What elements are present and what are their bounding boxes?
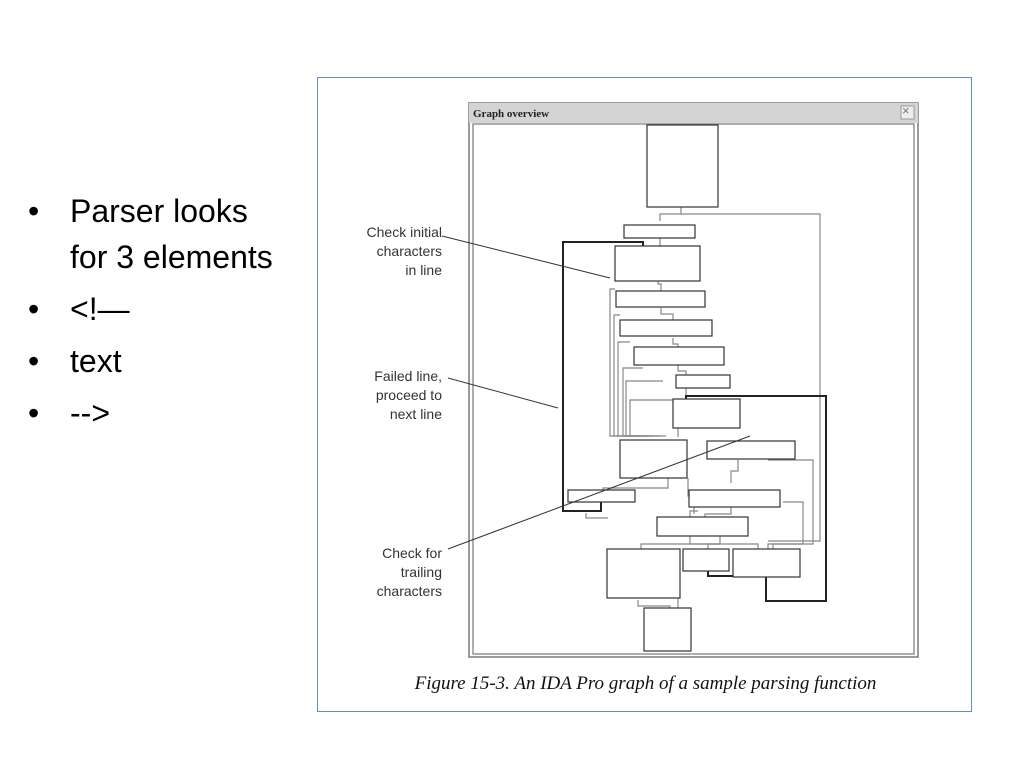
annotation-check-trailing: Check for trailing characters: [376, 545, 442, 599]
flow-blocks: [567, 124, 801, 652]
bullet-list: •Parser looks for 3 elements •<!— •text …: [28, 188, 288, 442]
close-icon-box[interactable]: [900, 105, 915, 120]
graph-canvas: [472, 123, 915, 655]
figure-frame: Graph overview × Check initial character…: [317, 77, 972, 712]
bullet-item-parser: • Parser looks for 3 elements: [28, 188, 288, 280]
dark-edges: [562, 241, 827, 602]
bullet-text: text: [70, 343, 122, 379]
bullet-dot: •: [28, 291, 40, 327]
annotation-check-initial: Check initial characters in line: [366, 224, 442, 278]
graph-window-title: Graph overview: [473, 108, 550, 120]
bullet-dot: •: [28, 395, 40, 431]
bullet-item-comment-close: • -->: [28, 390, 288, 436]
bullet-dot: •: [28, 343, 40, 379]
annotation-leaders: [441, 235, 751, 550]
close-icon[interactable]: ×: [902, 103, 910, 118]
bullet-text: -->: [70, 395, 110, 431]
annotation-failed-line: Failed line, proceed to next line: [374, 368, 442, 422]
graph-overview-diagram: [441, 102, 919, 658]
bullet-text: <!—: [70, 291, 130, 327]
figure-caption: Figure 15-3. An IDA Pro graph of a sampl…: [414, 673, 877, 694]
bullet-item-comment-open: • <!—: [28, 286, 288, 332]
bullet-text: Parser looks for 3 elements: [70, 193, 273, 275]
bullet-item-text: • text: [28, 338, 288, 384]
gray-edges: [585, 207, 821, 610]
graph-window-titlebar: [469, 103, 918, 123]
bullet-dot: •: [28, 193, 40, 229]
